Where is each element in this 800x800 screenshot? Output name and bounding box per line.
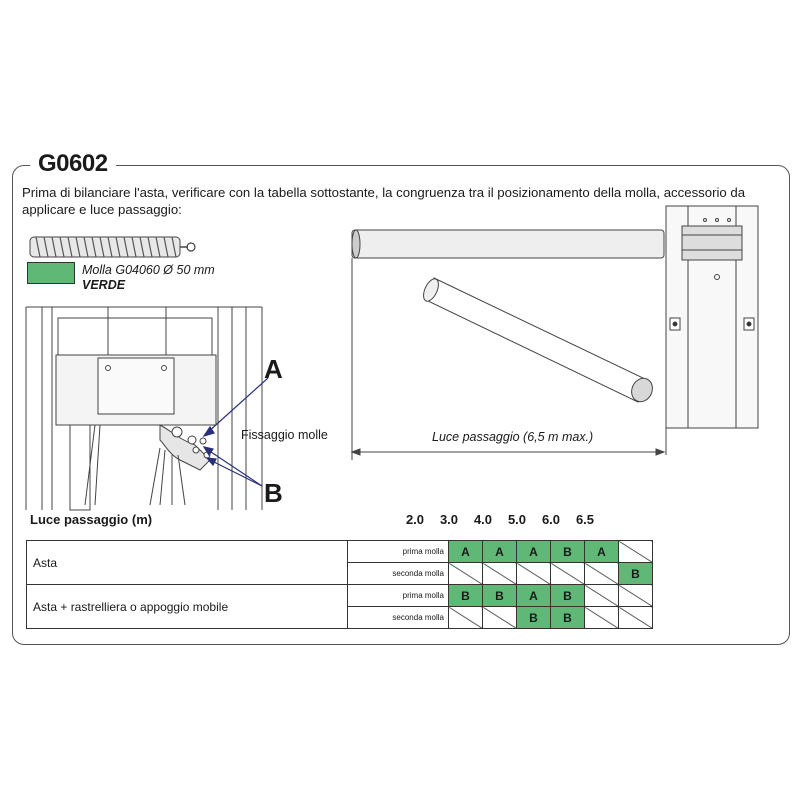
barrier-drawing (350, 205, 759, 460)
table-cell-value: A (482, 540, 517, 563)
table-title: Luce passaggio (m) (30, 512, 153, 527)
legend-line-2: VERDE (82, 278, 126, 292)
col-header-6-0: 6.0 (541, 512, 561, 527)
spring-icon (29, 236, 196, 258)
arrow-a (202, 377, 269, 438)
table-cell-value: B (482, 584, 517, 607)
table-cell-empty (482, 606, 517, 629)
table-cell-value: A (448, 540, 483, 563)
table-cell-empty (584, 562, 619, 585)
table-cell-value: B (550, 584, 585, 607)
legend-line-1: Molla G04060 Ø 50 mm (82, 263, 215, 277)
spring-position-label: prima molla (347, 584, 449, 607)
col-header-2-0: 2.0 (405, 512, 425, 527)
table-cell-empty (516, 562, 551, 585)
table-cell-value: B (448, 584, 483, 607)
table-cell-value: B (618, 562, 653, 585)
table-cell-empty (448, 562, 483, 585)
table-cell-empty (618, 540, 653, 563)
table-cell-value: A (584, 540, 619, 563)
section-frame (12, 165, 790, 645)
col-header-5-0: 5.0 (507, 512, 527, 527)
table-cell-value: A (516, 584, 551, 607)
table-cell-value: A (516, 540, 551, 563)
row-label: Asta (26, 540, 348, 585)
table-cell-empty (618, 584, 653, 607)
label-a: A (264, 354, 283, 384)
spring-position-label: seconda molla (347, 562, 449, 585)
intro-text: Prima di bilanciare l'asta, verificare c… (22, 185, 746, 217)
table-cell-empty (550, 562, 585, 585)
table-cell-empty (448, 606, 483, 629)
table-cell-empty (618, 606, 653, 629)
col-header-4-0: 4.0 (473, 512, 493, 527)
spring-position-label: prima molla (347, 540, 449, 563)
label-b: B (264, 478, 283, 508)
col-header-3-0: 3.0 (439, 512, 459, 527)
cabinet-interior (25, 306, 263, 511)
fissaggio-label: Fissaggio molle (241, 428, 328, 442)
spring-position-label: seconda molla (347, 606, 449, 629)
table-cell-empty (482, 562, 517, 585)
table-cell-value: B (550, 606, 585, 629)
row-label: Asta + rastrelliera o appoggio mobile (26, 584, 348, 629)
legend-swatch-green (27, 262, 75, 284)
col-header-6-5: 6.5 (575, 512, 595, 527)
table-cell-value: B (550, 540, 585, 563)
section-code: G0602 (30, 150, 116, 178)
luce-passaggio-label: Luce passaggio (6,5 m max.) (432, 430, 594, 444)
table-cell-empty (584, 606, 619, 629)
table-cell-value: B (516, 606, 551, 629)
legend-text: Molla G04060 Ø 50 mm VERDE (82, 263, 215, 293)
arrow-b (202, 446, 263, 487)
table-cell-empty (584, 584, 619, 607)
